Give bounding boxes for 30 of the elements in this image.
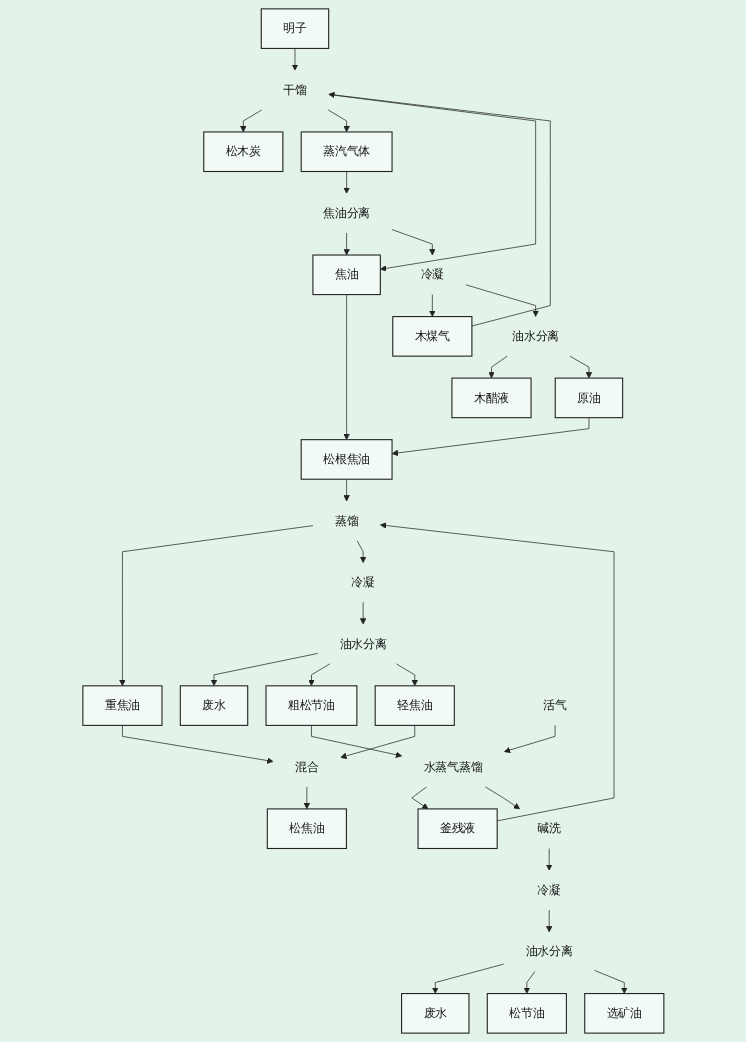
node-text: 活气: [542, 698, 567, 713]
node-box: 原油: [554, 377, 623, 419]
node-box: 轻焦油: [374, 685, 455, 726]
node-text: 混合: [294, 759, 319, 774]
node-box: 废水: [179, 685, 248, 726]
node-box: 木煤气: [391, 316, 473, 357]
node-box: 重焦油: [81, 685, 163, 726]
node-text: 油水分离: [339, 636, 387, 651]
node-text: 冷凝: [351, 575, 375, 590]
node-text: 碱洗: [537, 821, 561, 836]
node-box: 粗松节油: [265, 685, 358, 726]
node-text: 油水分离: [525, 944, 573, 959]
node-box: 明子: [260, 8, 329, 49]
node-box: 松焦油: [266, 808, 347, 850]
node-box: 选矿油: [583, 993, 665, 1034]
node-text: 蒸馏: [334, 513, 358, 528]
node-box: 木醋液: [451, 377, 532, 419]
node-text: 水蒸气蒸馏: [423, 759, 482, 774]
node-box: 蒸汽气体: [300, 131, 393, 173]
node-text: 冷凝: [537, 882, 561, 897]
node-box: 松节油: [486, 993, 567, 1034]
node-text: 干馏: [282, 82, 307, 97]
node-box: 松根焦油: [300, 439, 393, 480]
node-box: 松木炭: [202, 131, 284, 173]
node-box: 废水: [400, 993, 470, 1034]
node-text: 油水分离: [511, 329, 559, 343]
node-text: 冷凝: [420, 267, 444, 282]
node-box: 釜残液: [417, 808, 498, 850]
node-text: 焦油分离: [322, 205, 370, 220]
node-box: 焦油: [312, 254, 381, 296]
